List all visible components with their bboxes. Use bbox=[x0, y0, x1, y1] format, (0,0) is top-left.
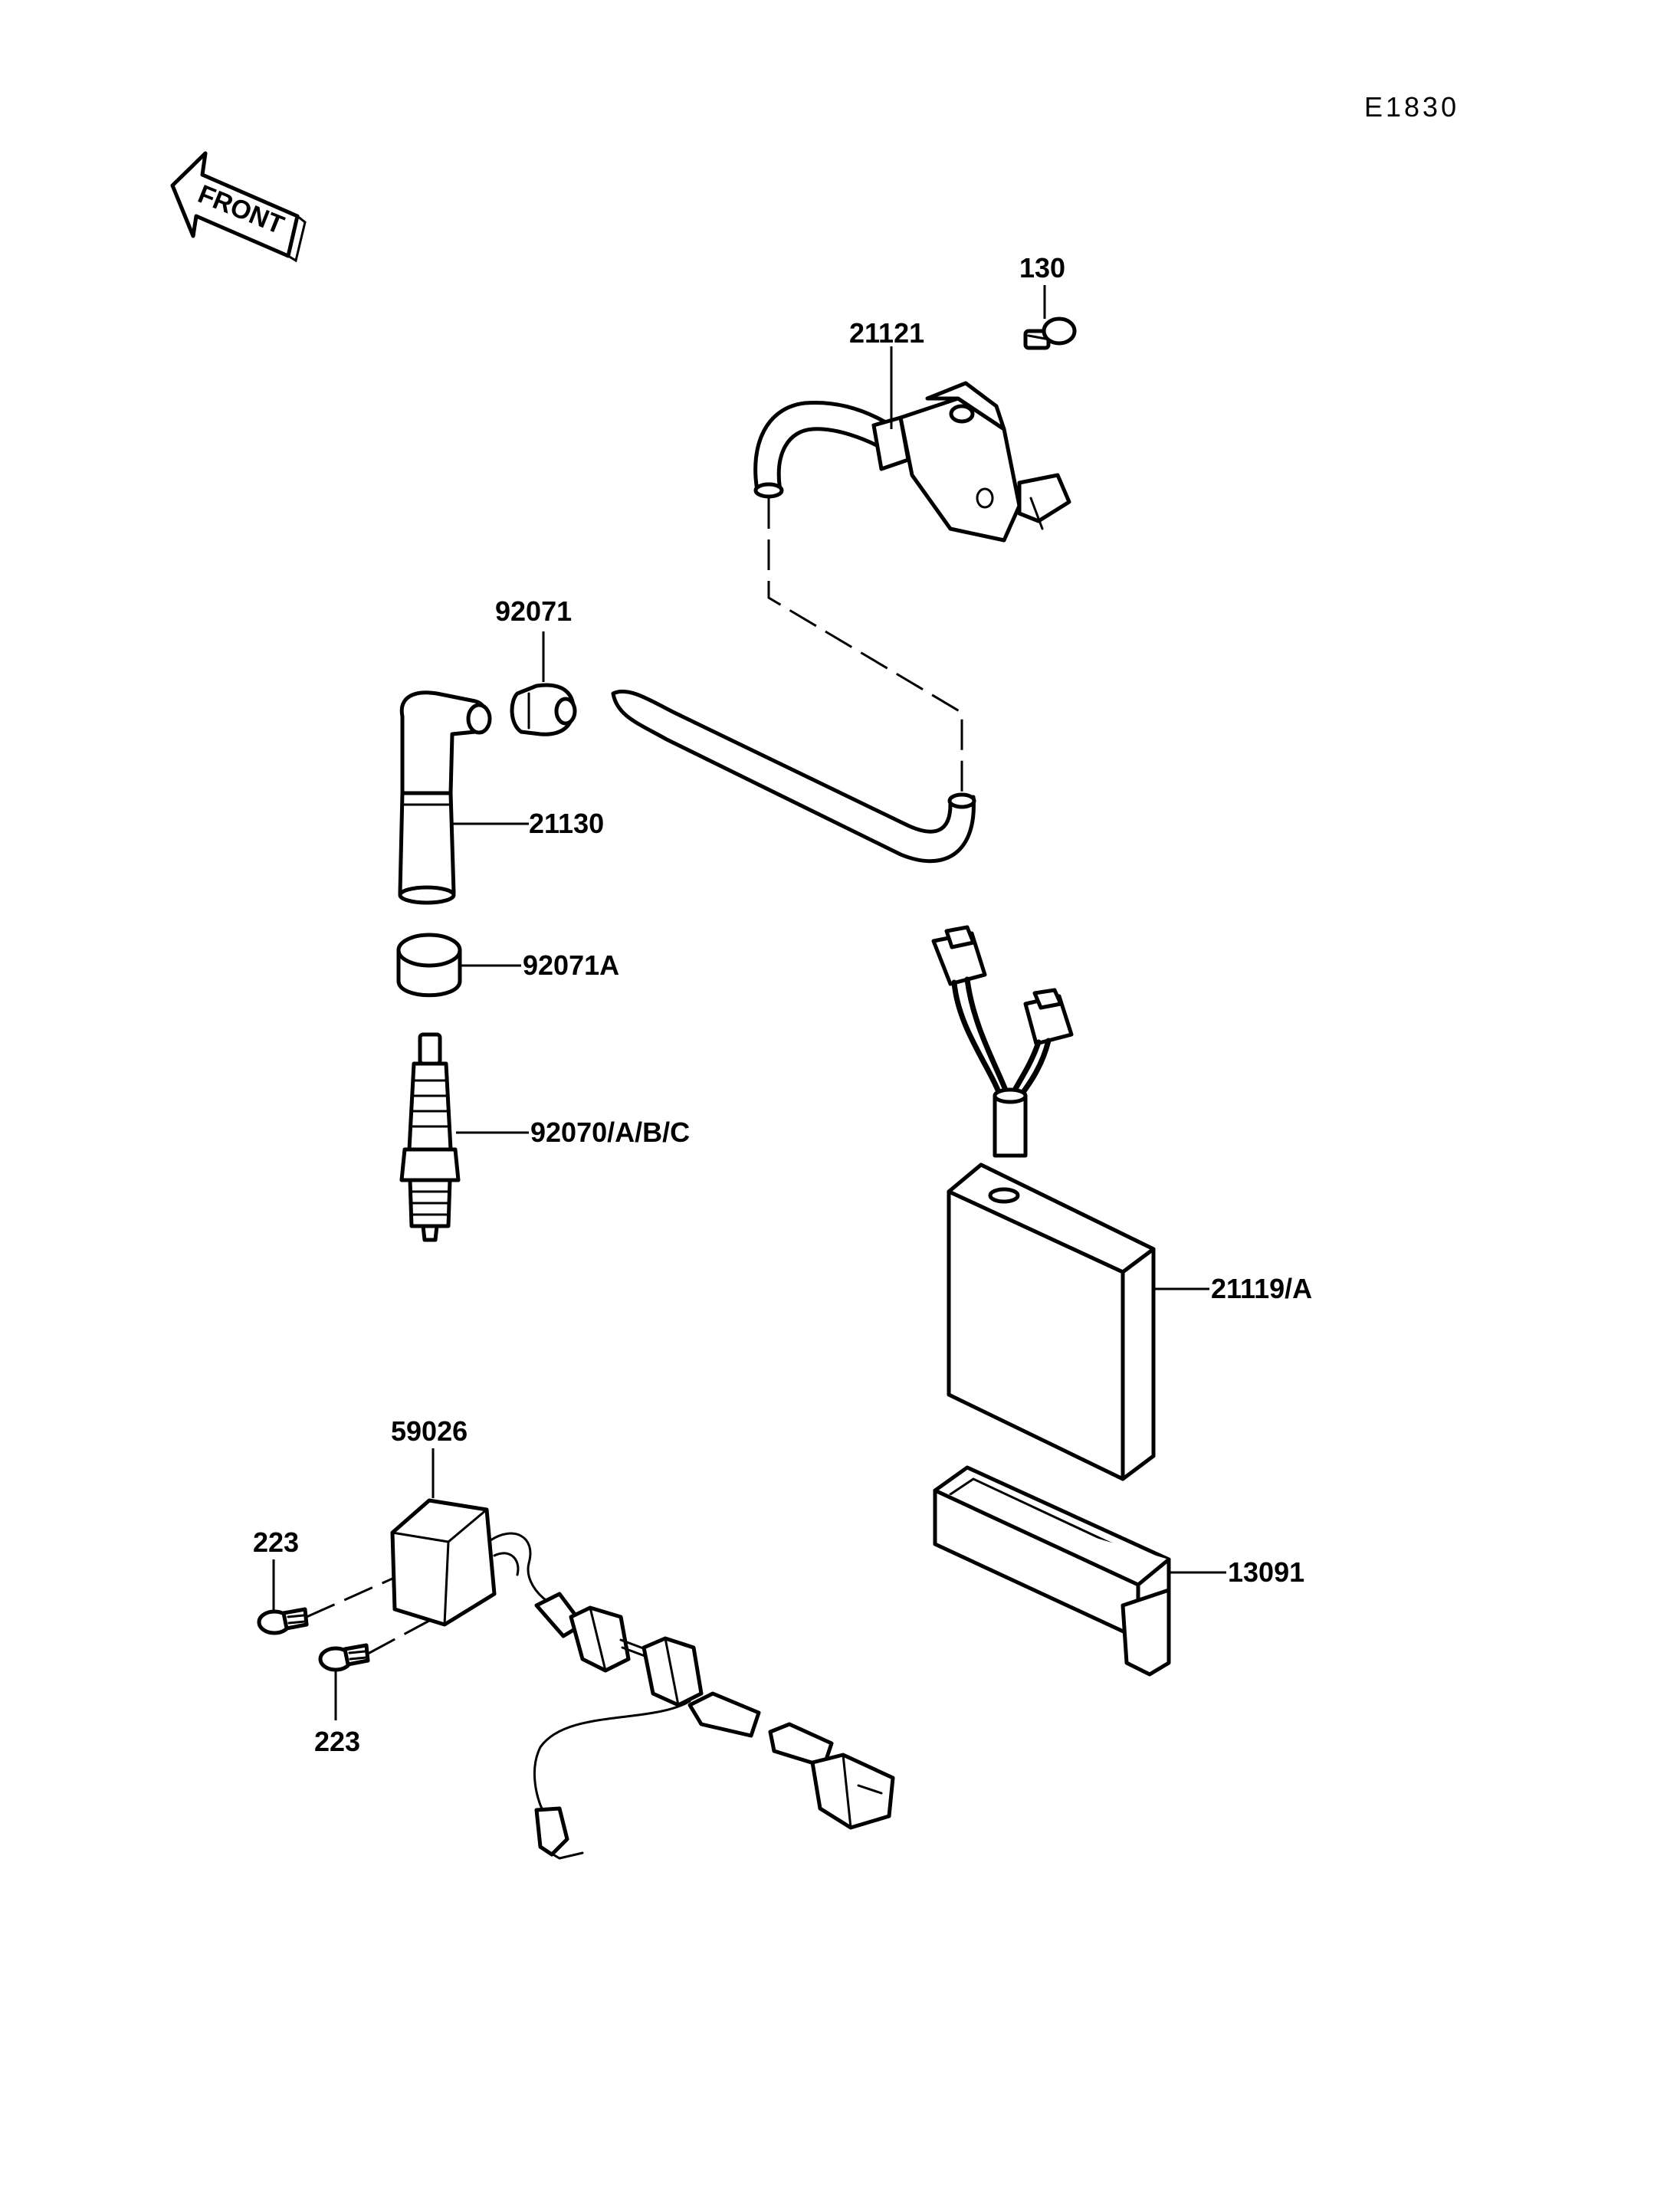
seal-92071-icon bbox=[510, 683, 577, 736]
label-92071A: 92071A bbox=[523, 949, 619, 981]
screw-223-bottom-icon bbox=[318, 1643, 370, 1672]
label-223-top: 223 bbox=[253, 1526, 299, 1558]
ignition-coil-21121-icon bbox=[753, 381, 1071, 543]
screw-223-top-icon bbox=[257, 1607, 309, 1635]
assembly-line bbox=[767, 498, 963, 801]
diagram-code: E1830 bbox=[1364, 91, 1459, 123]
label-21121: 21121 bbox=[849, 317, 924, 349]
harness-59026-icon bbox=[390, 1498, 895, 1860]
label-21130: 21130 bbox=[529, 808, 604, 839]
front-arrow-icon: FRONT bbox=[170, 151, 307, 263]
label-59026: 59026 bbox=[391, 1415, 468, 1447]
case-13091-icon bbox=[933, 1465, 1171, 1677]
assembly-line-223-bottom bbox=[367, 1619, 430, 1655]
label-130: 130 bbox=[1019, 252, 1065, 284]
ring-92071A-icon bbox=[396, 933, 462, 998]
spark-plug-92070-icon bbox=[399, 1032, 461, 1242]
label-223-bottom: 223 bbox=[314, 1726, 360, 1757]
plug-cap-21130-icon bbox=[398, 690, 492, 905]
label-21119: 21119/A bbox=[1211, 1273, 1312, 1304]
bolt-130-icon bbox=[1023, 316, 1077, 350]
igniter-21119-icon bbox=[931, 925, 1156, 1481]
label-92071: 92071 bbox=[495, 595, 572, 627]
label-92070: 92070/A/B/C bbox=[530, 1117, 690, 1148]
high-tension-lead-icon bbox=[611, 689, 976, 864]
label-13091: 13091 bbox=[1228, 1556, 1304, 1588]
assembly-line-223-top bbox=[306, 1577, 393, 1618]
